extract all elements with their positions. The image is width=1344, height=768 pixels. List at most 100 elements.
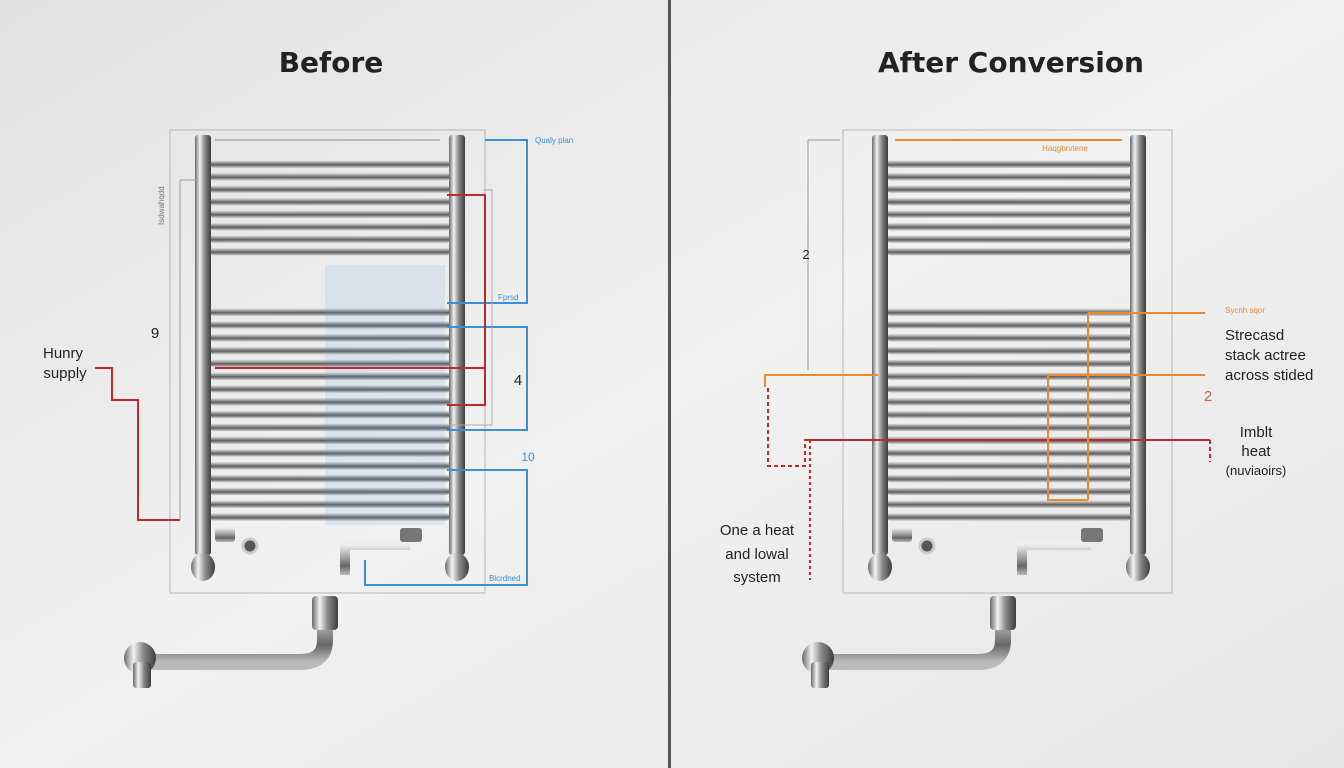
radiator-bar <box>210 235 450 243</box>
valve-head <box>1081 528 1103 542</box>
radiator-bar <box>210 397 450 406</box>
system-text-3: system <box>733 569 781 586</box>
after-dim-left: 2 <box>802 247 809 262</box>
after-title: After Conversion <box>878 46 1144 79</box>
radiator-foot-valve <box>1126 553 1150 581</box>
before-title: Before <box>279 46 384 79</box>
radiator-bar <box>887 235 1131 243</box>
radiator-bar <box>210 500 450 508</box>
radiator-bar <box>210 474 450 483</box>
radiator-bar <box>887 359 1131 368</box>
heat-text-2: heat <box>1241 443 1271 460</box>
valve-knob <box>918 537 936 555</box>
radiator-bar <box>887 210 1131 218</box>
radiator-foot-valve <box>191 553 215 581</box>
radiator-bar <box>210 185 450 193</box>
radiator-bar <box>887 410 1131 419</box>
radiator-bar <box>210 308 450 316</box>
radiator-foot-valve <box>868 553 892 581</box>
radiator-bar <box>887 461 1131 470</box>
supply-label-2: supply <box>43 365 87 382</box>
before-dim-mid: 4 <box>514 372 522 389</box>
radiator-bar <box>887 487 1131 496</box>
radiator-bar <box>887 185 1131 193</box>
pipe-run <box>808 605 1011 670</box>
valve-knob <box>241 537 259 555</box>
radiator-bar <box>887 308 1131 316</box>
system-text-2: and lowal <box>725 546 788 563</box>
pipe-run <box>130 605 333 670</box>
valve <box>892 528 912 542</box>
radiator-bar <box>210 461 450 470</box>
pipe-coupling <box>990 596 1016 630</box>
radiator-bar <box>887 423 1131 432</box>
radiator-bar <box>210 247 450 256</box>
pipe-outlet <box>133 662 151 688</box>
radiator-bar <box>210 448 450 457</box>
supply-label-1: Hunry <box>43 345 84 362</box>
valve-head <box>400 528 422 542</box>
heat-text-1: Imblt <box>1240 424 1273 441</box>
radiator-post <box>449 135 465 555</box>
after-annotations <box>764 139 1211 580</box>
radiator-bar <box>210 197 450 206</box>
after-top-note: Haqgbrvtene <box>1042 144 1088 153</box>
radiator-bar <box>210 172 450 181</box>
system-text-1: One a heat <box>720 522 795 539</box>
before-bottom-note: Blcrdned <box>489 574 521 583</box>
valve-pipe <box>1017 540 1091 575</box>
valve <box>215 528 235 542</box>
after-floor-pipe <box>802 596 1016 688</box>
radiator-bar <box>210 423 450 432</box>
radiator-bar <box>210 384 450 393</box>
before-blue-highlight <box>325 265 445 525</box>
before-dim-left: 9 <box>151 325 159 342</box>
after-right-dim: 2 <box>1204 388 1212 405</box>
after-right-small-note: Sycnh sqor <box>1225 306 1265 315</box>
radiator-bar <box>887 172 1131 181</box>
pipe-coupling <box>312 596 338 630</box>
radiator-post <box>872 135 888 555</box>
after-radiator <box>868 135 1150 581</box>
before-side-note: Isdwahqdd <box>157 186 166 225</box>
radiator-bar <box>887 197 1131 206</box>
before-panel: Before Hunry supply 9 4 10 Qualy plan Fp… <box>43 46 573 688</box>
radiator-bar <box>210 210 450 218</box>
radiator-bar <box>887 474 1131 483</box>
before-mid-note: Fprsd <box>498 293 518 302</box>
after-right-text-1: Strecasd <box>1225 327 1284 344</box>
before-dim-low: 10 <box>521 450 535 464</box>
panel-divider <box>668 0 671 768</box>
before-top-note: Qualy plan <box>535 136 573 145</box>
radiator-bar <box>887 397 1131 406</box>
before-annotations <box>95 139 528 586</box>
radiator-bar <box>887 384 1131 393</box>
radiator-bar <box>210 410 450 419</box>
radiator-bar <box>887 512 1131 521</box>
after-panel: After Conversion 2 Haqgbrvtene Sycnh sqo… <box>720 46 1313 688</box>
valve-pipe <box>340 540 410 575</box>
radiator-bar <box>210 359 450 368</box>
radiator-bar <box>210 487 450 496</box>
heat-text-3: (nuviaoirs) <box>1226 463 1287 478</box>
radiator-foot-valve <box>445 553 469 581</box>
radiator-bar <box>887 320 1131 329</box>
radiator-post <box>195 135 211 555</box>
radiator-bar <box>210 333 450 342</box>
radiator-bar <box>210 512 450 521</box>
pipe-outlet <box>811 662 829 688</box>
radiator-bar <box>887 500 1131 508</box>
radiator-bar <box>210 222 450 231</box>
after-frame <box>842 129 1173 594</box>
after-right-text-2: stack actree <box>1225 347 1306 364</box>
radiator-post <box>1130 135 1146 555</box>
before-radiator <box>191 135 469 581</box>
radiator-bar <box>210 346 450 355</box>
radiator-bar <box>210 320 450 329</box>
radiator-bar <box>887 247 1131 256</box>
radiator-bar <box>210 436 450 444</box>
after-right-text-3: across stided <box>1225 367 1313 384</box>
radiator-bar <box>210 160 450 168</box>
before-floor-pipe <box>124 596 338 688</box>
